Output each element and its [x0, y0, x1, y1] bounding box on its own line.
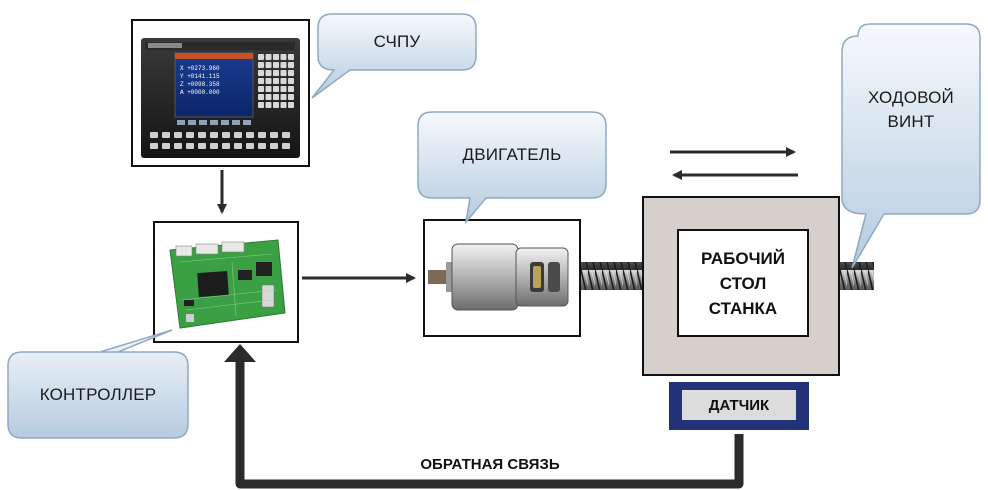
cnc-screen-line-1: X +0273.960	[180, 65, 220, 72]
cnc-panel: X +0273.960 Y +0141.115 Z +0098.358 A +0…	[131, 19, 310, 167]
cnc-panel-button	[198, 132, 206, 138]
cnc-key	[258, 54, 264, 60]
flow-arrows	[217, 170, 416, 283]
cnc-key	[288, 78, 294, 84]
cnc-side-buttons	[150, 132, 290, 149]
cnc-softkey	[199, 120, 207, 125]
feedback-label: ОБРАТНАЯ СВЯЗЬ	[420, 455, 560, 473]
cnc-panel-button	[282, 132, 290, 138]
controller-label: КОНТРОЛЛЕР	[39, 385, 157, 404]
cnc-key	[265, 94, 272, 100]
cnc-screen-line-3: Z +0098.358	[180, 81, 220, 88]
cnc-key	[288, 70, 294, 76]
cnc-key	[280, 70, 287, 76]
cnc-key	[265, 62, 272, 68]
cnc-key	[280, 86, 287, 92]
cnc-key	[280, 62, 287, 68]
callout-lead-screw	[841, 23, 981, 269]
cnc-key	[280, 78, 287, 84]
work-table-label: РАБОЧИЙ СТОЛ СТАНКА	[701, 248, 785, 318]
cnc-panel-button	[210, 132, 218, 138]
feedback-loop	[224, 344, 744, 489]
cnc-panel-button	[246, 143, 254, 149]
cnc-key	[280, 102, 287, 108]
cnc-key	[273, 102, 279, 108]
cnc-key	[258, 102, 264, 108]
cnc-key	[265, 78, 272, 84]
cnc-panel-button	[162, 143, 170, 149]
cnc-panel-button	[270, 143, 278, 149]
lead-screw-label: ХОДОВОЙ ВИНТ	[868, 88, 954, 131]
cnc-panel-button	[198, 143, 206, 149]
cnc-key	[265, 102, 272, 108]
cnc-panel-button	[246, 132, 254, 138]
cnc-softkey	[221, 120, 229, 125]
motor-label: ДВИГАТЕЛЬ	[462, 145, 562, 164]
cnc-key	[288, 102, 294, 108]
cnc-screen-line-2: Y +0141.115	[180, 73, 220, 80]
cnc-key	[258, 86, 264, 92]
cnc-key	[265, 70, 272, 76]
cnc-keypad	[258, 54, 294, 108]
work-table	[642, 196, 840, 376]
cnc-screen-line-4: A +0000.000	[180, 89, 220, 96]
cnc-panel-button	[186, 143, 194, 149]
cnc-softkey	[232, 120, 240, 125]
cnc-softkey	[177, 120, 185, 125]
cnc-key	[273, 86, 279, 92]
cnc-key	[288, 62, 294, 68]
cnc-softkey	[210, 120, 218, 125]
pcb-traces	[179, 253, 277, 317]
cnc-key	[258, 78, 264, 84]
cnc-key	[273, 54, 279, 60]
cnc-panel-button	[258, 143, 266, 149]
cnc-panel-button	[222, 132, 230, 138]
motor	[423, 219, 581, 337]
cnc-panel-button	[186, 132, 194, 138]
cnc-key	[288, 54, 294, 60]
callout-controller	[7, 329, 189, 439]
cnc-key	[288, 94, 294, 100]
controller-board	[153, 221, 299, 343]
cnc-panel-button	[174, 143, 182, 149]
cnc-key	[273, 78, 279, 84]
cnc-panel-button	[234, 132, 242, 138]
cnc-softkey	[243, 120, 251, 125]
sensor-label: ДАТЧИК	[708, 396, 770, 414]
cnc-panel-button	[174, 132, 182, 138]
callout-motor	[417, 111, 607, 225]
cnc-softkeys	[177, 120, 251, 125]
cnc-key	[258, 62, 264, 68]
cnc-panel-button	[270, 132, 278, 138]
cnc-key	[273, 94, 279, 100]
cnc-panel-button	[234, 143, 242, 149]
cnc-key	[258, 94, 264, 100]
sensor-box	[669, 382, 809, 430]
cnc-key	[280, 54, 287, 60]
cnc-key	[258, 70, 264, 76]
cnc-panel-button	[210, 143, 218, 149]
cnc-panel-button	[282, 143, 290, 149]
motion-arrows	[670, 147, 798, 180]
cnc-key	[288, 86, 294, 92]
cnc-softkey	[188, 120, 196, 125]
cnc-key	[273, 62, 279, 68]
callout-cnc	[311, 13, 477, 99]
lead-screw	[574, 262, 874, 290]
cnc-panel-button	[162, 132, 170, 138]
cnc-key	[265, 54, 272, 60]
cnc-key	[280, 94, 287, 100]
cnc-panel-button	[222, 143, 230, 149]
cnc-key	[265, 86, 272, 92]
cnc-label: СЧПУ	[373, 32, 421, 51]
cnc-key	[273, 70, 279, 76]
cnc-panel-button	[150, 132, 158, 138]
cnc-panel-button	[258, 132, 266, 138]
cnc-panel-button	[150, 143, 158, 149]
